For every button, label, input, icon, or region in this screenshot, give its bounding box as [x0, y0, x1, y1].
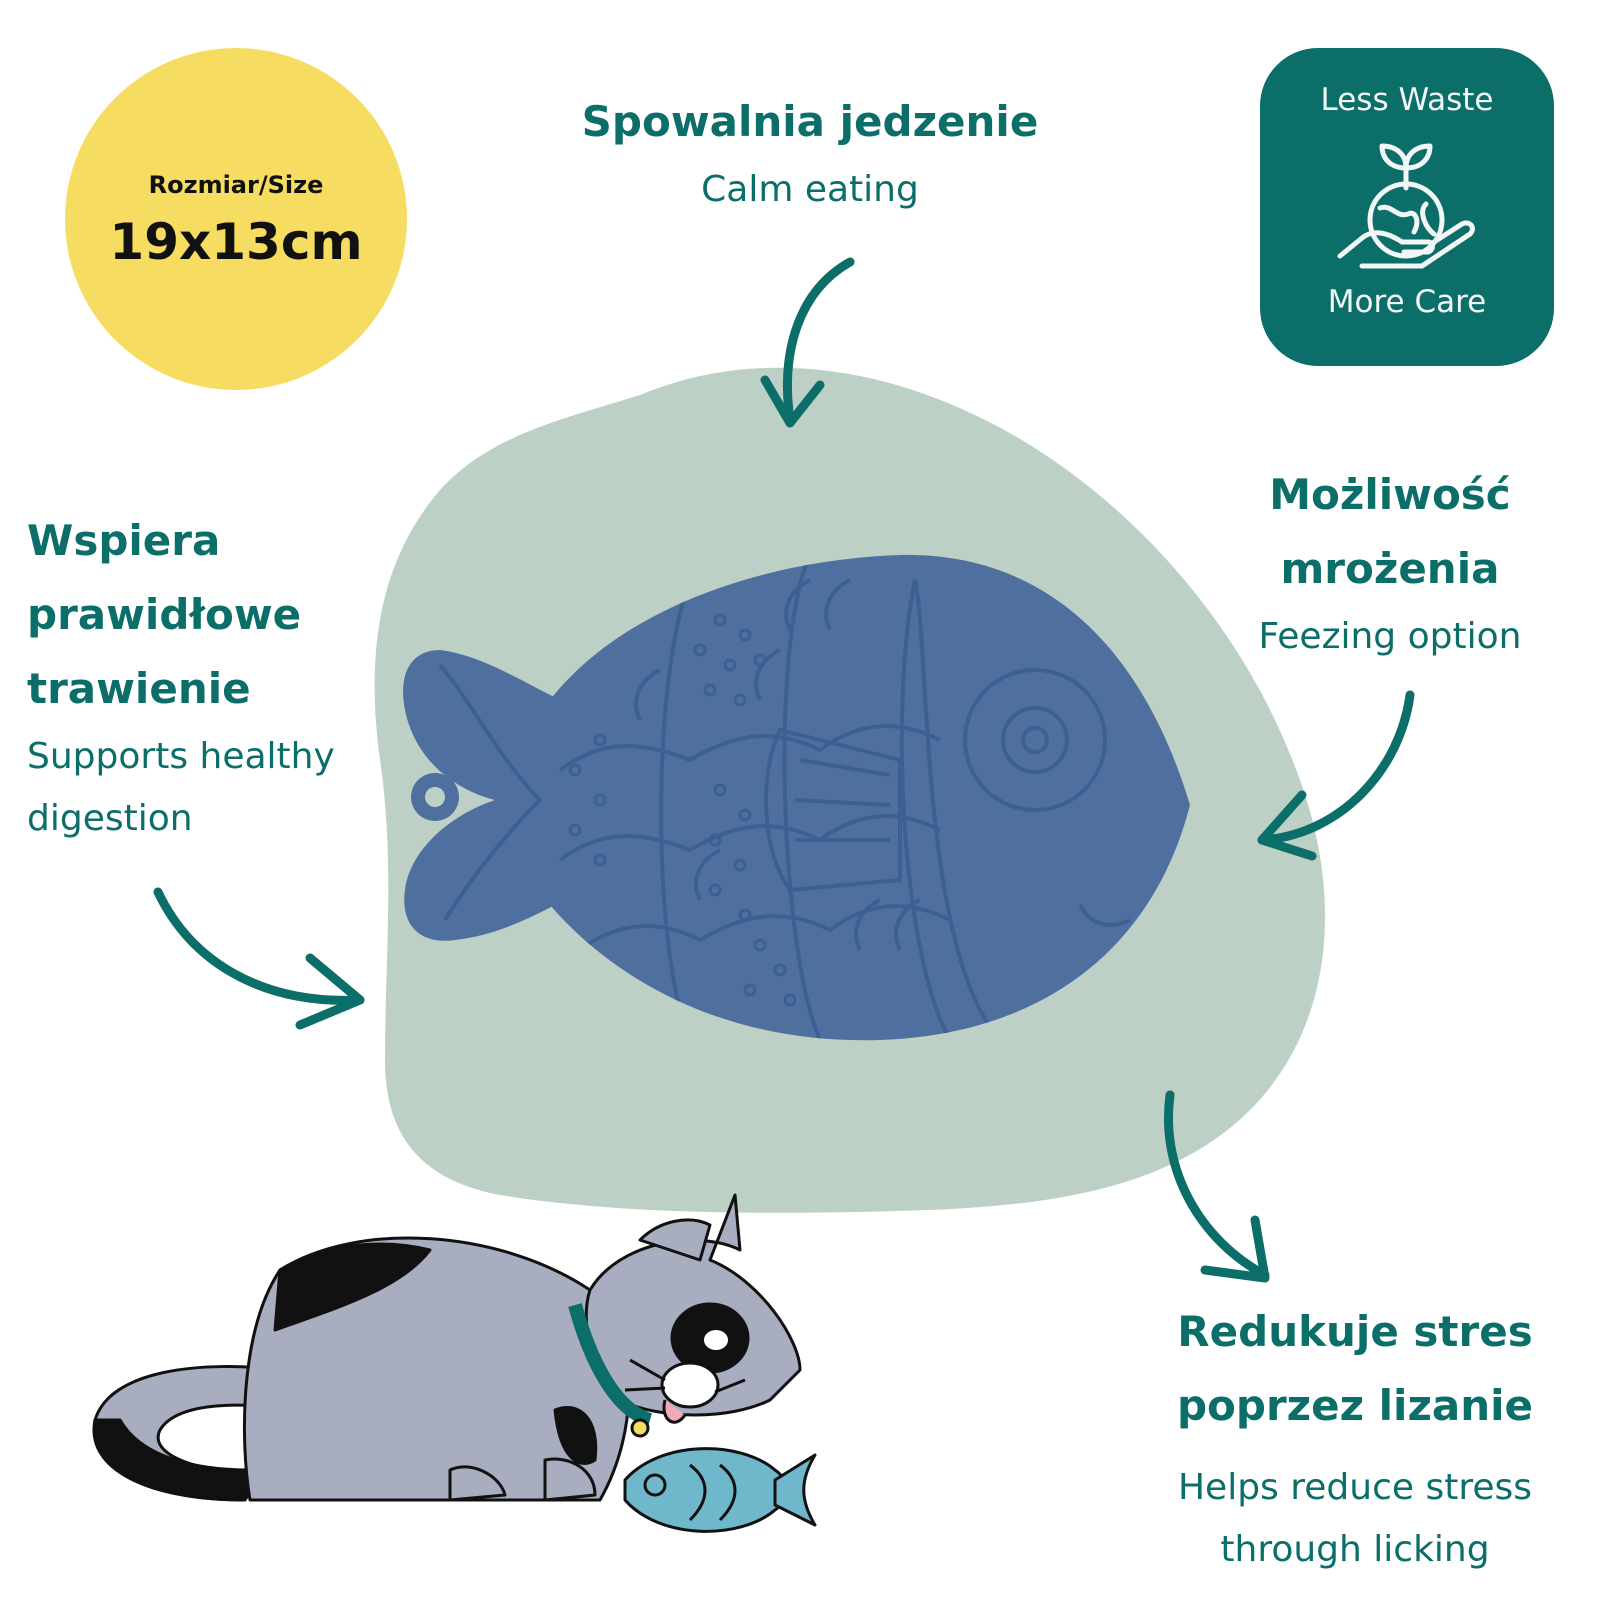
feature-title-line: Redukuje stres	[1177, 1307, 1533, 1356]
feature-slow-eating: Spowalnia jedzenie Calm eating	[540, 85, 1080, 221]
feature-title-line: poprzez lizanie	[1176, 1381, 1534, 1430]
arrow-left-icon	[1257, 690, 1415, 861]
feature-digestion: Wspiera prawidłowe trawienie Supports he…	[27, 504, 467, 850]
feature-subtitle-line: through licking	[1220, 1529, 1490, 1570]
feature-title-line: mrożenia	[1280, 544, 1500, 593]
feature-subtitle-line: digestion	[27, 798, 193, 839]
feature-title-line: prawidłowe	[27, 590, 302, 639]
feature-title-line: trawienie	[27, 664, 251, 713]
feature-subtitle: Calm eating	[701, 169, 919, 210]
feature-title-line: Wspiera	[27, 516, 221, 565]
size-badge: Rozmiar/Size 19x13cm	[65, 48, 407, 390]
size-value: 19x13cm	[109, 213, 363, 271]
eco-badge-top-text: Less Waste	[1320, 82, 1494, 118]
feature-subtitle-line: Helps reduce stress	[1177, 1467, 1533, 1508]
feature-title: Spowalnia jedzenie	[581, 97, 1039, 146]
arrow-down-icon	[760, 257, 855, 428]
plant-globe-hand-icon	[1337, 143, 1475, 269]
arrow-down-right-icon	[1164, 1090, 1270, 1283]
feature-subtitle-line: Supports healthy	[27, 736, 335, 777]
feature-subtitle: Feezing option	[1258, 616, 1522, 657]
feature-freezing: Możliwość mrożenia Feezing option	[1180, 458, 1600, 668]
feature-title-line: Możliwość	[1269, 470, 1511, 519]
eco-badge-bottom-text: More Care	[1327, 284, 1487, 320]
size-label: Rozmiar/Size	[148, 171, 324, 199]
feature-stress: Redukuje stres poprzez lizanie Helps red…	[1120, 1295, 1590, 1581]
eco-badge: Less Waste More Care	[1260, 48, 1554, 366]
arrow-right-icon	[153, 887, 365, 1030]
